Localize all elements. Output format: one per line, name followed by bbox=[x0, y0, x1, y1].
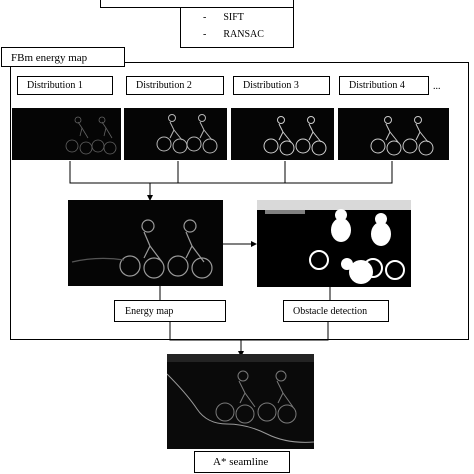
feature-matching-box: - SIFT - RANSAC bbox=[180, 7, 294, 48]
obstacle-detection-image bbox=[257, 200, 411, 287]
distribution-label-2: Distribution 2 bbox=[126, 76, 224, 95]
fbm-title-tab: FBm energy map bbox=[1, 47, 125, 67]
bullet-marker: - bbox=[203, 29, 207, 40]
distribution-image-4 bbox=[338, 108, 449, 160]
energy-map-label: Energy map bbox=[125, 306, 174, 317]
distribution-label-3: Distribution 3 bbox=[233, 76, 330, 95]
distribution-label-4: Distribution 4 bbox=[339, 76, 429, 95]
ransac-label: RANSAC bbox=[223, 29, 264, 40]
sift-label: SIFT bbox=[223, 12, 244, 23]
fbm-title: FBm energy map bbox=[11, 52, 88, 64]
more-ellipsis: ... bbox=[433, 81, 441, 92]
seamline-label: A* seamline bbox=[213, 456, 269, 468]
bullet-marker: - bbox=[203, 12, 207, 23]
obstacle-detection-label: Obstacle detection bbox=[293, 306, 368, 317]
distribution-image-1 bbox=[12, 108, 121, 160]
distribution-image-2 bbox=[124, 108, 227, 160]
distribution-image-3 bbox=[231, 108, 334, 160]
distribution-label-1: Distribution 1 bbox=[17, 76, 113, 95]
seamline-result-image bbox=[167, 354, 314, 449]
seamline-label-box: A* seamline bbox=[194, 451, 290, 473]
energy-map-image bbox=[68, 200, 223, 286]
energy-map-label-box: Energy map bbox=[114, 300, 226, 322]
obstacle-detection-label-box: Obstacle detection bbox=[283, 300, 389, 322]
